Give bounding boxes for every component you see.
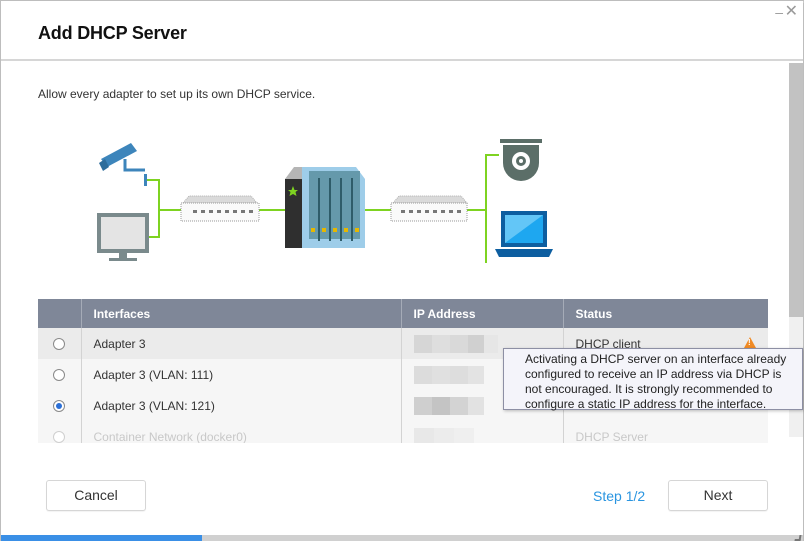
laptop-icon: [495, 211, 553, 257]
status-text: DHCP client: [575, 336, 641, 351]
cancel-button[interactable]: Cancel: [46, 480, 146, 511]
select-cell: [38, 328, 82, 359]
content-scrollbar[interactable]: [789, 63, 803, 437]
minimize-icon[interactable]: –: [775, 4, 783, 20]
dialog-footer: Cancel Step 1/2 Next: [1, 443, 803, 535]
ip-address-redacted: [413, 334, 498, 353]
step-indicator: Step 1/2: [593, 488, 646, 504]
link-left-devices: [145, 179, 160, 238]
wizard-progress-fill: [1, 535, 202, 541]
scrollbar-thumb[interactable]: [789, 63, 803, 317]
network-diagram: [97, 139, 553, 263]
interface-name: Container Network (docker0): [81, 421, 402, 443]
dome-camera-icon: [500, 139, 542, 181]
warning-icon[interactable]: [744, 337, 756, 348]
ip-address-redacted: [413, 396, 484, 415]
close-icon[interactable]: ✕: [784, 3, 798, 20]
table-row-disabled: Container Network (docker0) DHCP Server: [38, 421, 768, 443]
status-text: DHCP Server: [575, 429, 648, 444]
intro-text: Allow every adapter to set up its own DH…: [38, 87, 316, 101]
select-cell: [38, 421, 82, 443]
select-cell: [38, 390, 82, 421]
security-camera-icon: [99, 143, 147, 186]
nas-server-icon: [285, 167, 365, 248]
next-button[interactable]: Next: [668, 480, 768, 511]
column-header-ip-address[interactable]: IP Address: [401, 299, 564, 328]
network-switch-icon: [180, 195, 260, 222]
column-header-select: [38, 299, 82, 328]
interface-name: Adapter 3 (VLAN: 111): [81, 359, 402, 390]
table-row[interactable]: Adapter 3 DHCP client: [38, 328, 768, 359]
network-links: [145, 154, 499, 263]
link-right-devices: [467, 154, 499, 263]
column-header-status[interactable]: Status: [563, 299, 768, 328]
ip-address-redacted: [413, 427, 474, 443]
table-header-row: Interfaces IP Address Status: [38, 299, 768, 328]
interface-name: Adapter 3: [81, 328, 402, 359]
wizard-progress-bar: [1, 535, 803, 541]
status-cell: DHCP Server: [563, 421, 768, 443]
ip-address-cell: [401, 421, 564, 443]
column-header-interfaces[interactable]: Interfaces: [81, 299, 402, 328]
dialog-title: Add DHCP Server: [38, 23, 187, 43]
row-radio-disabled: [53, 431, 66, 443]
network-switch-icon: [390, 195, 469, 222]
warning-tooltip: Activating a DHCP server on an interface…: [503, 348, 803, 411]
monitor-icon: [97, 213, 149, 261]
row-radio[interactable]: [53, 338, 66, 351]
resize-grip-icon[interactable]: [794, 535, 802, 541]
row-radio-selected[interactable]: [53, 400, 66, 413]
interface-name: Adapter 3 (VLAN: 121): [81, 390, 402, 421]
dialog-header: Add DHCP Server – ✕: [1, 1, 803, 61]
select-cell: [38, 359, 82, 390]
ip-address-redacted: [413, 365, 484, 384]
row-radio[interactable]: [53, 369, 66, 382]
